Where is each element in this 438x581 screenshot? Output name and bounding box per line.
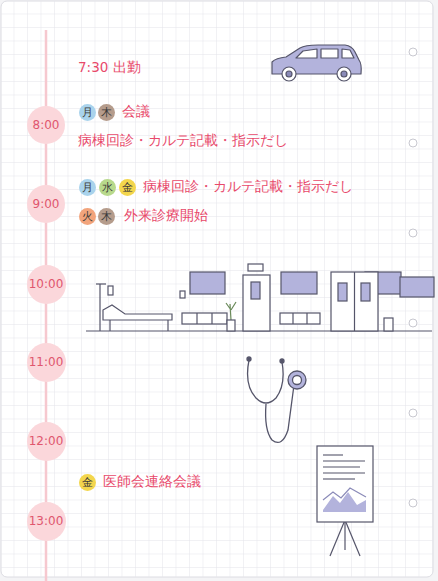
time-circle: 10:00 bbox=[27, 265, 66, 304]
weekday-badge: 月 bbox=[79, 179, 96, 196]
node-text: 13:00 bbox=[29, 515, 64, 527]
schedule-text: 病棟回診・カルテ記載・指示だし bbox=[78, 132, 288, 148]
node-text: 金 bbox=[82, 477, 93, 488]
node-text: 火 bbox=[82, 211, 93, 222]
node-text: 月 bbox=[82, 182, 93, 193]
node-text: 木 bbox=[101, 107, 112, 118]
node-text: 木 bbox=[101, 211, 112, 222]
time-circle: 8:00 bbox=[27, 106, 65, 144]
time-circle: 9:00 bbox=[27, 185, 65, 223]
node-text: 金 bbox=[122, 182, 133, 193]
node-text: 8:00 bbox=[33, 119, 60, 131]
node-text: 11:00 bbox=[29, 356, 64, 368]
node-text: 10:00 bbox=[29, 278, 64, 290]
time-circle: 13:00 bbox=[27, 502, 66, 541]
schedule-text: 7:30 出勤 bbox=[78, 59, 141, 75]
time-circle: 12:00 bbox=[27, 422, 66, 461]
weekday-badge: 火 bbox=[79, 208, 96, 225]
schedule-text: 医師会連絡会議 bbox=[103, 473, 201, 489]
node-text: 月 bbox=[82, 107, 93, 118]
schedule-text: 会議 bbox=[122, 103, 150, 119]
schedule-text: 病棟回診・カルテ記載・指示だし bbox=[143, 178, 353, 194]
weekday-badge: 金 bbox=[119, 179, 136, 196]
node-text: 水 bbox=[102, 182, 113, 193]
node-text: 9:00 bbox=[33, 198, 60, 210]
weekday-badge: 水 bbox=[99, 179, 116, 196]
weekday-badge: 木 bbox=[98, 104, 115, 121]
weekday-badge: 金 bbox=[79, 474, 96, 491]
weekday-badge: 木 bbox=[98, 208, 115, 225]
schedule-text: 外来診療開始 bbox=[124, 207, 208, 223]
time-circle: 11:00 bbox=[27, 343, 66, 382]
weekday-badge: 月 bbox=[79, 104, 96, 121]
node-text: 12:00 bbox=[29, 435, 64, 447]
